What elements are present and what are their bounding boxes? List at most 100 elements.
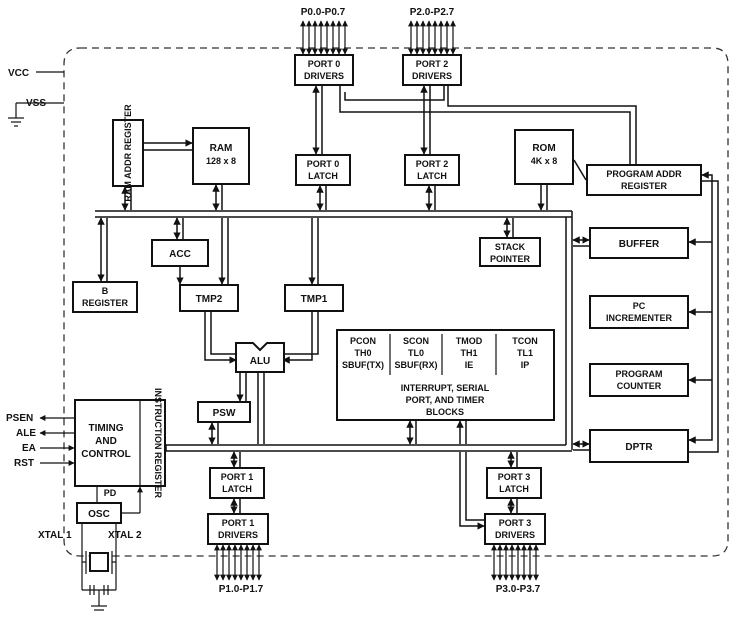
b-register-line2: REGISTER xyxy=(82,298,129,308)
timing-line3: CONTROL xyxy=(81,449,130,460)
port0-drivers-line2: DRIVERS xyxy=(304,71,344,81)
timing-line1: TIMING xyxy=(89,423,124,434)
port2-drivers-line1: PORT 2 xyxy=(416,59,449,69)
sfr-caption-line1: INTERRUPT, SERIAL xyxy=(401,383,490,393)
p2-pins-label: P2.0-P2.7 xyxy=(410,7,455,18)
port1-drivers-line2: DRIVERS xyxy=(218,530,258,540)
internal-data-bus xyxy=(95,210,573,452)
p0-pins-label: P0.0-P0.7 xyxy=(301,7,346,18)
sfr-pcon: PCON xyxy=(350,336,376,346)
port1-latch-line1: PORT 1 xyxy=(221,472,254,482)
b-register xyxy=(72,281,138,313)
rom-label: ROM xyxy=(532,143,555,154)
buffer xyxy=(589,227,689,259)
port1-drivers xyxy=(207,513,269,545)
psw-label: PSW xyxy=(213,408,236,419)
control-pin-lines xyxy=(39,415,75,466)
xtal1-label: XTAL 1 xyxy=(38,530,72,541)
acc-label: ACC xyxy=(169,249,191,260)
ram-label: RAM xyxy=(210,143,233,154)
stack-pointer xyxy=(479,237,541,267)
sfr-tcon: TCON xyxy=(512,336,538,346)
osc xyxy=(76,502,122,524)
program-counter xyxy=(589,363,689,397)
stack-pointer-line1: STACK xyxy=(495,242,526,252)
tmp1-label: TMP1 xyxy=(301,294,328,305)
rom xyxy=(514,129,574,185)
pd-label: PD xyxy=(104,488,117,498)
sfr-tmod: TMOD xyxy=(456,336,483,346)
ram xyxy=(192,127,250,185)
port3-latch-line1: PORT 3 xyxy=(498,472,531,482)
instruction-register-label: INSTRUCTION REGISTER xyxy=(153,388,163,499)
vcc-label: VCC xyxy=(8,68,29,79)
port0-drivers-line1: PORT 0 xyxy=(308,59,341,69)
port0-latch xyxy=(295,154,351,186)
ram-addr-register-label: RAM ADDR REGISTER xyxy=(123,104,133,202)
pin-psen: PSEN xyxy=(6,413,33,424)
address-bus-to-ports xyxy=(339,86,637,165)
p1-pins-label: P1.0-P1.7 xyxy=(219,584,264,595)
timing-control-block xyxy=(74,399,166,487)
port3-latch xyxy=(486,467,542,499)
sfr-caption-line3: BLOCKS xyxy=(426,407,464,417)
tmp2 xyxy=(179,284,239,312)
ram-addr-register xyxy=(112,119,144,187)
timing-line2: AND xyxy=(95,436,117,447)
bus-connectors xyxy=(121,184,548,211)
port0-driver-latch-link xyxy=(312,85,323,155)
port3-drivers-line1: PORT 3 xyxy=(499,518,532,528)
port2-drivers xyxy=(402,54,462,86)
b-register-line1: B xyxy=(102,286,109,296)
p2-pin-arrows xyxy=(408,20,456,55)
port0-latch-line2: LATCH xyxy=(308,171,338,181)
sfr-ie: IE xyxy=(465,360,474,370)
alu xyxy=(235,342,285,373)
xtal2-label: XTAL 2 xyxy=(108,530,142,541)
sfr-block xyxy=(336,329,555,421)
sfr-bus-links xyxy=(406,420,467,445)
tmp-links xyxy=(176,218,319,364)
sfr-sbuf-rx: SBUF(RX) xyxy=(395,360,438,370)
psw xyxy=(197,401,251,423)
port0-latch-line1: PORT 0 xyxy=(307,159,340,169)
port0-drivers xyxy=(294,54,354,86)
dptr-label: DPTR xyxy=(625,442,653,453)
port2-latch-line1: PORT 2 xyxy=(416,159,449,169)
sfr-caption-line2: PORT, AND TIMER xyxy=(406,395,485,405)
program-counter-line2: COUNTER xyxy=(617,381,662,391)
alu-links xyxy=(208,373,265,445)
stack-pointer-line2: POINTER xyxy=(490,254,531,264)
pin-ale: ALE xyxy=(16,428,36,439)
program-addr-register-line2: REGISTER xyxy=(621,181,668,191)
ground-icon xyxy=(8,103,24,127)
alu-label: ALU xyxy=(250,356,271,367)
pc-incrementer-line1: PC xyxy=(633,301,646,311)
rom-size: 4K x 8 xyxy=(531,156,558,166)
port2-latch-line2: LATCH xyxy=(417,171,447,181)
sfr-grid xyxy=(389,334,497,375)
program-counter-line1: PROGRAM xyxy=(616,369,663,379)
port3-drivers-line2: DRIVERS xyxy=(495,530,535,540)
port1-latch xyxy=(209,467,265,499)
port1-latch-line2: LATCH xyxy=(222,484,252,494)
tmp1 xyxy=(284,284,344,312)
program-addr-register-line1: PROGRAM ADDR xyxy=(606,169,682,179)
sfr-ip: IP xyxy=(521,360,530,370)
port3-drivers xyxy=(484,513,546,545)
tmp2-label: TMP2 xyxy=(196,294,223,305)
port3-latch-line2: LATCH xyxy=(499,484,529,494)
osc-label: OSC xyxy=(88,509,110,520)
sfr-tl1: TL1 xyxy=(517,348,533,358)
dptr xyxy=(589,429,689,463)
pin-ea: EA xyxy=(22,443,36,454)
sfr-tl0: TL0 xyxy=(408,348,424,358)
pc-incrementer-line2: INCREMENTER xyxy=(606,313,673,323)
right-column-links xyxy=(572,171,719,453)
port3-links xyxy=(459,451,518,530)
port2-drivers-line2: DRIVERS xyxy=(412,71,452,81)
sfr-th1: TH1 xyxy=(460,348,477,358)
program-addr-register xyxy=(586,164,702,196)
sfr-scon: SCON xyxy=(403,336,429,346)
